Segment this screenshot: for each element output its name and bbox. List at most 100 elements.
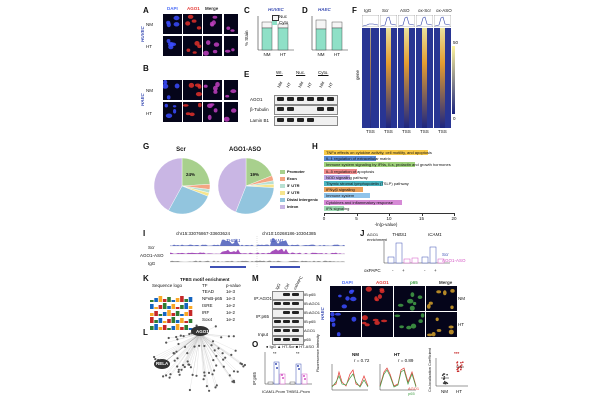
n-plot-ht-title: HT [394, 352, 400, 357]
e-lane-0-0: NM [276, 80, 284, 89]
pie-pct-left: 24% [186, 172, 196, 177]
micrograph-n-0-1 [362, 286, 393, 311]
e-lane-2-0: NM [318, 80, 326, 89]
e-group-nuc: Nuc. [296, 70, 306, 75]
g-legend-swatch-5 [280, 205, 285, 209]
f-col-label-2: ASO [400, 8, 410, 13]
m-band-0-2 [292, 293, 299, 296]
f-profile-4 [433, 14, 452, 28]
n-row-ht: HT [458, 322, 464, 327]
chart-d-title: HAEC [318, 7, 331, 12]
j-sign-2: + [402, 268, 405, 273]
e-band-2-2 [297, 118, 304, 122]
f-tss-3: TSS [420, 129, 429, 134]
k-head-logo: Sequence logo [152, 283, 183, 288]
h-tick-label-4: 20 [451, 216, 457, 221]
n-r1: r = 0.72 [354, 358, 370, 363]
h-tick-2 [389, 213, 390, 216]
go-bar-2 [324, 162, 415, 168]
k-title: TFBS motif enrichment [180, 277, 230, 282]
g-legend-swatch-0 [280, 170, 285, 174]
legend-nuc: Nuc [279, 14, 288, 19]
k-logo-4 [150, 317, 194, 330]
micrograph-n-0-3 [426, 286, 457, 311]
e-band-1-0 [277, 107, 284, 111]
e-lane-2-1: HT [327, 81, 335, 89]
o-gene-1: ICAM1-Prom [262, 389, 286, 394]
e-band-0-3 [307, 97, 314, 101]
e-row-ago1: AGO1 [250, 97, 263, 102]
m-band-5-1 [283, 338, 290, 341]
l-network [150, 320, 250, 398]
m-col-1: Ctrl [283, 282, 291, 291]
e-band-0-0 [277, 97, 284, 101]
m-label-0: IB:p65 [304, 292, 316, 297]
pie-aso [216, 156, 276, 216]
m-band-4-2 [292, 329, 299, 332]
f-tss-1: TSS [384, 129, 393, 134]
pie-title-aso: AGO1-ASO [228, 147, 262, 153]
panel-label-k: K [143, 274, 149, 283]
panel-label-j: J [360, 229, 365, 238]
h-tick-1 [356, 213, 357, 216]
go-term-1: IL-1 regulation of extracellular matrix [326, 156, 391, 162]
go-term-6: IFNγ/β signaling [326, 187, 355, 193]
panel-label-n: N [316, 274, 322, 283]
pie-slice-4 [168, 185, 209, 215]
panel-label-m: M [252, 274, 259, 283]
n-col-ago1: AGO1 [376, 280, 389, 285]
m-band-2-1 [283, 311, 290, 314]
j-chart [382, 237, 452, 267]
d-x-ht: HT [334, 52, 340, 57]
m-row-ipago1: IP:AGO1 [254, 296, 273, 301]
micrograph-inset-1 [223, 36, 238, 56]
m-band-1-0 [274, 302, 281, 305]
f-col-label-1: Scr [382, 8, 389, 13]
m-band-5-0 [274, 338, 281, 341]
j-sign-1: - [392, 268, 394, 273]
panel-label-e: E [244, 70, 250, 79]
i-tracks [170, 236, 345, 270]
i-track-scr: Scr [148, 245, 155, 250]
e-group-wl: WI. [276, 70, 283, 75]
k-p-4: 1e-2 [226, 317, 236, 322]
i-track-igg: IgG [148, 261, 156, 266]
row-nm-b: NM [146, 88, 153, 93]
micrograph-a-0-1 [183, 14, 202, 34]
e-lane-1-0: NM [297, 80, 305, 89]
legend-cyto-swatch [272, 21, 277, 25]
micrograph-a-0-0 [163, 14, 182, 34]
micrograph-n-0-2 [394, 286, 425, 311]
go-bar-7 [324, 193, 370, 199]
f-profile-1 [379, 14, 398, 28]
m-label-1: IB:AGO1 [304, 301, 321, 306]
f-heat-1 [380, 28, 397, 128]
f-col-label-3: ox-Scr [418, 8, 432, 13]
go-term-3: IL-5 regulation of apoptosis [326, 168, 375, 174]
m-col-2: oxPAPC [292, 275, 304, 291]
e-lane-0-1: HT [285, 81, 293, 89]
m-label-4: AGO1 [304, 328, 316, 333]
pie-title-scr: Scr [176, 147, 186, 153]
g-legend-swatch-1 [280, 177, 285, 181]
go-term-8: Cytokines and inflammatory response [326, 199, 393, 205]
o-legend: ● IgG ▲ HT-Scr ■ HT-ASO [266, 344, 315, 349]
l-hub-ago1: AGO1 [196, 329, 209, 334]
pie-pct-right: 19% [250, 172, 260, 177]
f-col-label-4: ox-ASO [436, 8, 452, 13]
k-tf-4: Sox4 [202, 317, 213, 322]
panel-label-b: B [143, 64, 149, 73]
chart-c-title: HUVEC [268, 7, 284, 12]
micrograph-n-1-3 [426, 312, 457, 337]
micrograph-b-3-1 [183, 102, 202, 122]
pie-scr [152, 156, 212, 216]
go-bar-4 [324, 174, 350, 180]
k-tf-0: TEAD [202, 289, 215, 294]
micrograph-inset-2 [223, 80, 238, 100]
n-legend-p65: p65 [408, 391, 415, 396]
go-term-2: Immune system signaling by IFNs, ILs, pr… [326, 162, 451, 168]
micrograph-n-1-2 [394, 312, 425, 337]
n-lineplot-nm [330, 362, 370, 392]
panel-label-l: L [143, 328, 148, 337]
c-x-ht: HT [280, 52, 286, 57]
